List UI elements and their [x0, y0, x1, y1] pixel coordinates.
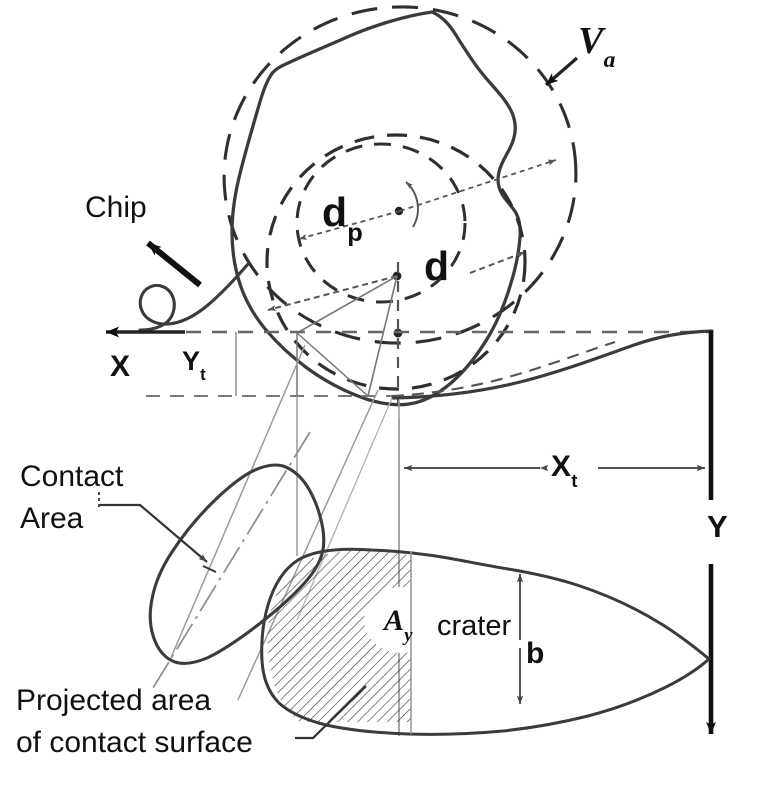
x-axis-label: X — [110, 350, 131, 383]
yt-label: Yt — [182, 346, 206, 383]
contact-area-label-line1: Contact — [20, 460, 124, 493]
grain-upper-view — [222, 5, 579, 407]
contact-area-label-line2: Area — [20, 502, 84, 535]
chip-curl — [138, 262, 250, 332]
groove-profile — [391, 329, 714, 400]
contact-area-centerline — [152, 431, 311, 689]
contact-area-leader — [100, 503, 208, 563]
b-dimension-label: b — [526, 637, 545, 670]
workpiece-surface-group — [106, 240, 714, 400]
va-label-main: V — [578, 20, 604, 62]
dp-dashed-circle — [295, 142, 467, 304]
crater-label: crater — [437, 610, 512, 642]
projected-area-label-line2: of contact surface — [16, 726, 253, 759]
crater-group — [260, 547, 711, 740]
ray-to-bottom-contact — [367, 275, 398, 397]
va-diameter-line — [399, 159, 557, 212]
xt-label-sub: t — [571, 470, 578, 492]
contact-area-group — [98, 431, 326, 689]
contact-area-outline — [148, 463, 326, 665]
d-label: d — [424, 243, 450, 289]
projected-area-label-line1: Projected area — [16, 684, 212, 717]
d-diameter-line-left — [267, 275, 398, 311]
va-label-sub: a — [603, 47, 616, 74]
y-axis-label: Y — [707, 509, 728, 544]
crater-outline — [260, 547, 711, 736]
chip-arrow — [146, 240, 202, 288]
chip-label: Chip — [85, 191, 147, 224]
dp-label-sub: p — [347, 218, 363, 247]
yt-label-main: Y — [182, 346, 201, 376]
dp-label-main: d — [322, 189, 348, 235]
xt-label: Xt — [551, 450, 577, 490]
va-leader-arrow — [544, 56, 579, 87]
va-dashed-circle — [222, 5, 578, 345]
xt-label-main: X — [551, 450, 572, 483]
projected-area-leader — [295, 691, 361, 740]
yt-label-sub: t — [200, 365, 206, 385]
projection-line-contact-a — [169, 344, 306, 661]
d-dashed-circle — [265, 133, 527, 391]
projected-area-leader-arrow — [351, 685, 367, 701]
ay-label-cutout — [364, 587, 438, 653]
contact-area-arrow-tip-mark — [202, 565, 217, 573]
ay-label-main: A — [384, 604, 405, 637]
va-label: Va — [578, 20, 615, 72]
dp-label: dp — [322, 189, 363, 246]
ray-bottom-left — [296, 332, 369, 397]
ay-label-sub: y — [404, 625, 413, 647]
grain-outline — [230, 10, 522, 407]
ray-to-left-contact — [296, 275, 398, 334]
ay-label: Ay — [384, 604, 412, 646]
groove-inner-line — [391, 341, 616, 398]
rotation-arc — [405, 181, 419, 228]
